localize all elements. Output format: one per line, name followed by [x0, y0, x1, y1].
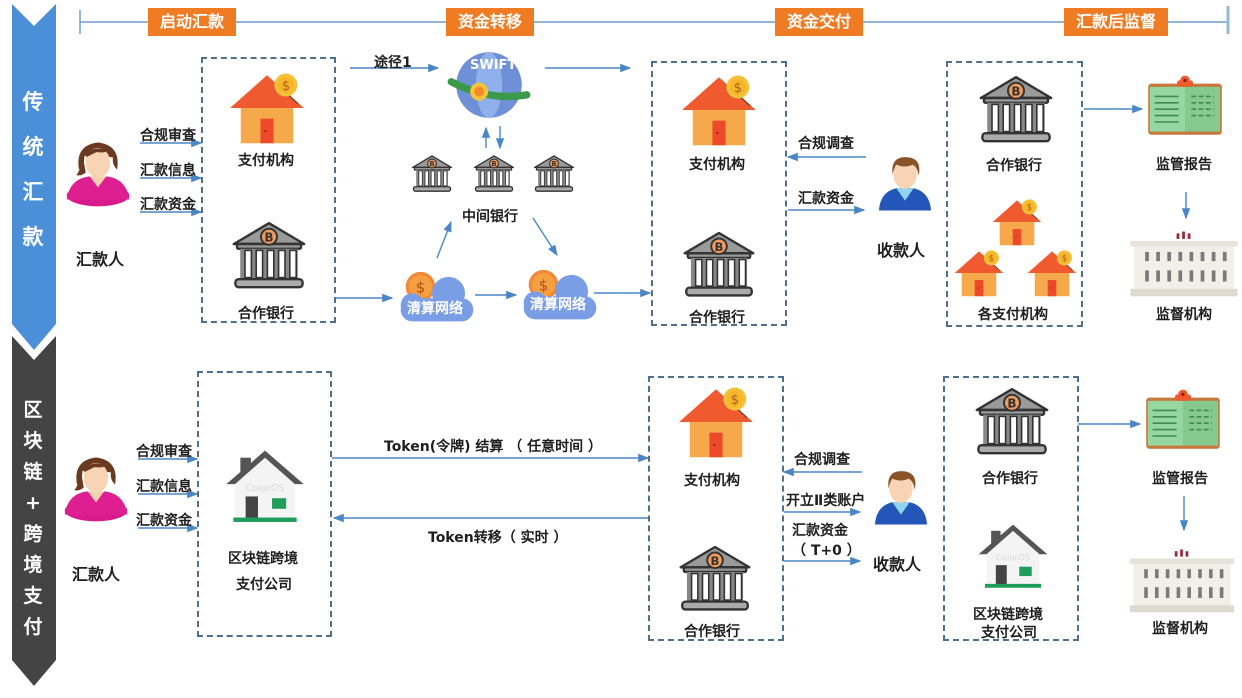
origin-partner-bank-label: 合作银行 — [238, 306, 294, 322]
banner-char: 区 — [23, 399, 43, 421]
sender-woman-icon-2 — [62, 447, 130, 525]
post-company-label-2: 支付公司 — [981, 625, 1037, 641]
banner-char: 跨 — [23, 523, 43, 545]
banner-char: 块 — [23, 430, 43, 452]
sender-flow-compliance: 合规审查 — [140, 128, 196, 144]
post-payment-institutions-label: 各支付机构 — [978, 307, 1048, 323]
post-institutions-box — [946, 61, 1083, 327]
clearing-network-label-1: 清算网络 — [407, 301, 463, 317]
sender-label-2: 汇款人 — [72, 565, 121, 584]
dest-payment-house-icon-2 — [675, 384, 757, 460]
receiver-flow-open-account: 开立Ⅱ类账户 — [786, 493, 866, 509]
banner-char: 传 — [22, 90, 44, 114]
banner-blockchain-shape — [12, 336, 56, 686]
post-partner-bank-label-2: 合作银行 — [982, 471, 1038, 487]
blockchain-company-label-2: 支付公司 — [236, 577, 292, 593]
receiver-flow-compliance-2: 合规调查 — [794, 452, 850, 468]
banner-char: 链 — [23, 461, 43, 483]
banner-char: 汇 — [22, 180, 44, 204]
timeline — [79, 6, 1230, 34]
dest-partner-bank-label-2: 合作银行 — [684, 624, 740, 640]
report-label: 监管报告 — [1156, 157, 1212, 173]
phase-fund-delivery: 资金交付 — [775, 8, 864, 36]
dest-payment-institution-label-2: 支付机构 — [684, 473, 740, 489]
banner-char: 统 — [22, 135, 44, 159]
regulator-building-icon-2 — [1126, 544, 1238, 616]
sender-flow-info-2: 汇款信息 — [136, 479, 192, 495]
banner-blockchain: 区 块 链 + 跨 境 支 付 — [12, 384, 54, 654]
banner-char: 款 — [22, 225, 44, 249]
post-partner-bank-icon-2 — [972, 384, 1052, 460]
report-label-2: 监管报告 — [1152, 471, 1208, 487]
post-partner-bank-label: 合作银行 — [986, 158, 1042, 174]
token-transfer-label: Token转移（ 实时 ） — [428, 530, 568, 546]
banner-char: 支 — [23, 585, 43, 607]
blockchain-company-label-1: 区块链跨境 — [228, 551, 298, 567]
receiver-label: 收款人 — [877, 241, 926, 260]
banner-char: 付 — [23, 616, 43, 638]
receiver-flow-funds-2: 汇款资金 — [792, 523, 848, 539]
token-settlement-label: Token(令牌) 结算 （ 任意时间 ） — [384, 439, 602, 455]
sender-label: 汇款人 — [76, 250, 125, 269]
post-company-label-1: 区块链跨境 — [973, 607, 1043, 623]
sender-flow-info: 汇款信息 — [140, 163, 196, 179]
phase-start-remittance: 启动汇款 — [148, 8, 237, 36]
intermediary-banks-label: 中间银行 — [462, 209, 518, 225]
phase-fund-transfer: 资金转移 — [446, 8, 535, 36]
receiver-flow-compliance: 合规调查 — [798, 136, 854, 152]
clearing-network-label-2: 清算网络 — [530, 297, 586, 313]
regulatory-report-icon-2 — [1143, 386, 1223, 454]
receiver-flow-t0: （ T+0 ） — [792, 543, 861, 559]
sender-flow-funds: 汇款资金 — [140, 197, 196, 213]
origin-institutions-box — [201, 57, 336, 323]
blockchain-company-box — [197, 371, 332, 637]
blockchain-post-box — [943, 376, 1079, 641]
banner-char: 境 — [23, 554, 43, 576]
receiver-label-2: 收款人 — [873, 555, 922, 574]
traditional-arrows — [140, 63, 1191, 303]
dest-payment-institution-label: 支付机构 — [689, 157, 745, 173]
blockchain-dest-box — [648, 376, 784, 641]
blockchain-company-house-icon — [221, 444, 309, 526]
origin-payment-institution-label: 支付机构 — [238, 153, 294, 169]
regulator-label-2: 监督机构 — [1152, 621, 1208, 637]
banner-traditional: 传 统 汇 款 — [12, 50, 54, 290]
banner-traditional-shape — [12, 4, 56, 350]
sender-flow-compliance-2: 合规审查 — [136, 444, 192, 460]
dest-partner-bank-icon-2 — [676, 541, 754, 617]
receiver-flow-funds: 汇款资金 — [798, 191, 854, 207]
sender-flow-funds-2: 汇款资金 — [136, 513, 192, 529]
phase-post-supervision: 汇款后监督 — [1064, 8, 1169, 36]
dest-partner-bank-label: 合作银行 — [689, 310, 745, 326]
banner-char: + — [25, 492, 41, 514]
regulator-label: 监督机构 — [1156, 307, 1212, 323]
post-blockchain-company-house-icon — [974, 518, 1052, 592]
dest-institutions-box — [651, 61, 787, 326]
swift-label: SWIFT — [470, 58, 517, 73]
receiver-man-icon-2 — [870, 456, 932, 536]
route-label: 途径1 — [374, 55, 412, 71]
